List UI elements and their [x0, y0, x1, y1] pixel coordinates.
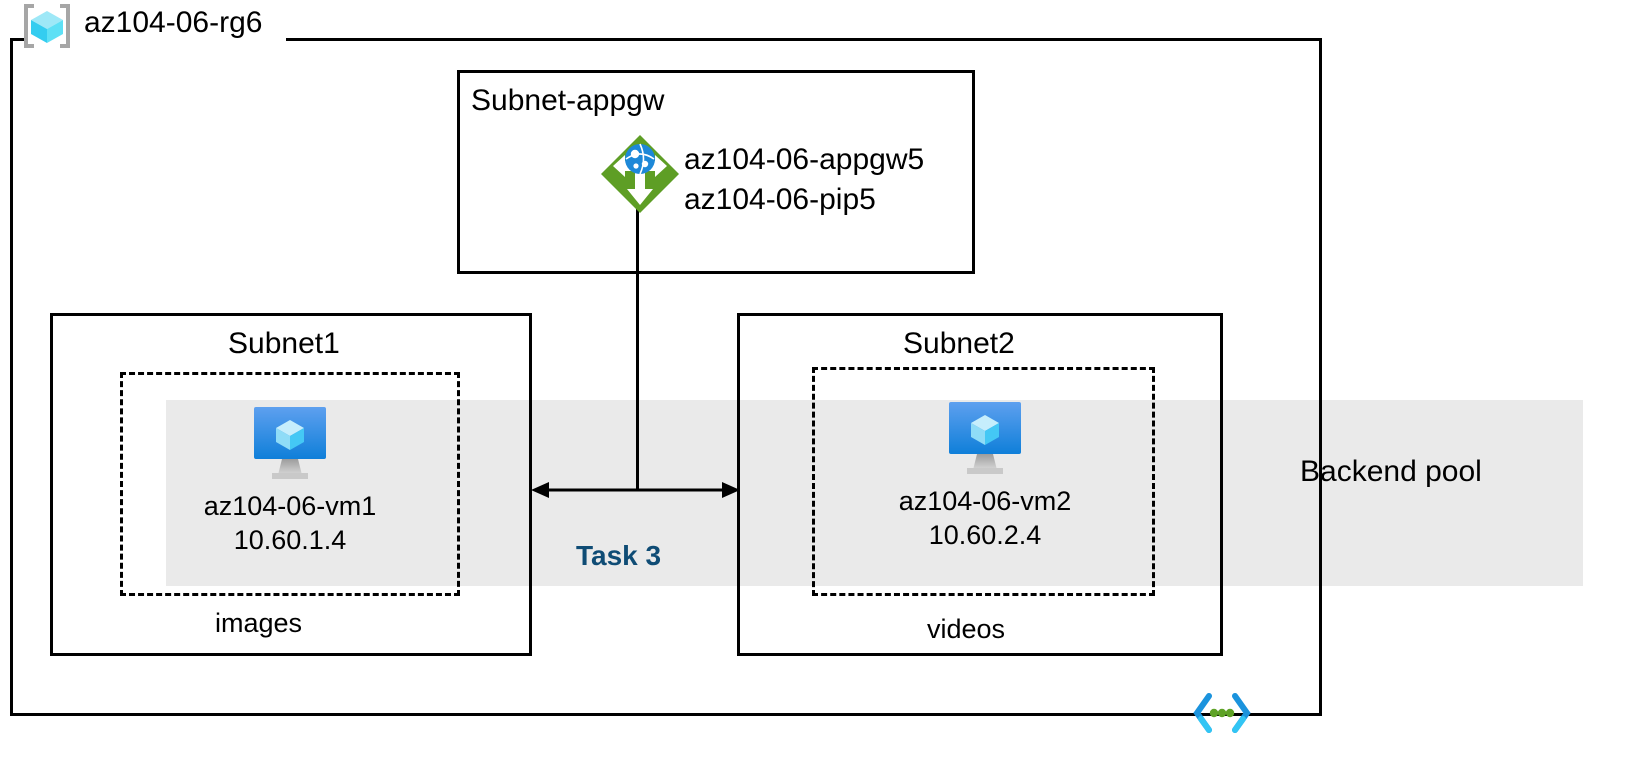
backend-pool-band: [166, 400, 1583, 586]
public-ip-name-label: az104-06-pip5: [684, 183, 876, 216]
subnet-appgw-title: Subnet-appgw: [471, 84, 665, 117]
resource-group-icon: [22, 2, 72, 50]
subnet1-footer-label: images: [215, 608, 303, 638]
virtual-network-code-icon: [1193, 692, 1251, 734]
backend-pool-label: Backend pool: [1300, 455, 1482, 488]
vm1-ip-label: 10.60.1.4: [233, 525, 347, 555]
subnet-appgw-box: [457, 70, 975, 274]
subnet1-box: [50, 313, 532, 656]
subnet1-title: Subnet1: [228, 327, 340, 360]
resource-group-boundary: [10, 38, 1322, 716]
resource-group-label: az104-06-rg6: [84, 6, 263, 39]
subnet2-footer-label: videos: [927, 614, 1006, 644]
appgw-name-label: az104-06-appgw5: [684, 143, 925, 176]
vm2-ip-label: 10.60.2.4: [928, 520, 1042, 550]
vm1-node: az104-06-vm1 10.60.1.4: [170, 405, 410, 557]
vm2-node: az104-06-vm2 10.60.2.4: [865, 400, 1105, 552]
virtual-machine-icon: [170, 405, 410, 483]
resource-group-title-gap: [28, 28, 286, 50]
vm1-name-label: az104-06-vm1: [203, 491, 377, 521]
task-label: Task 3: [576, 540, 662, 571]
application-gateway-icon: [599, 133, 681, 215]
virtual-machine-icon: [865, 400, 1105, 478]
subnet2-dashed-scope: [812, 367, 1155, 596]
appgw-connector-line: [636, 205, 639, 490]
vm2-name-label: az104-06-vm2: [898, 486, 1072, 516]
subnet1-dashed-scope: [120, 372, 460, 596]
subnet2-title: Subnet2: [903, 327, 1015, 360]
appgw-resource-labels: az104-06-appgw5 az104-06-pip5: [684, 140, 924, 220]
